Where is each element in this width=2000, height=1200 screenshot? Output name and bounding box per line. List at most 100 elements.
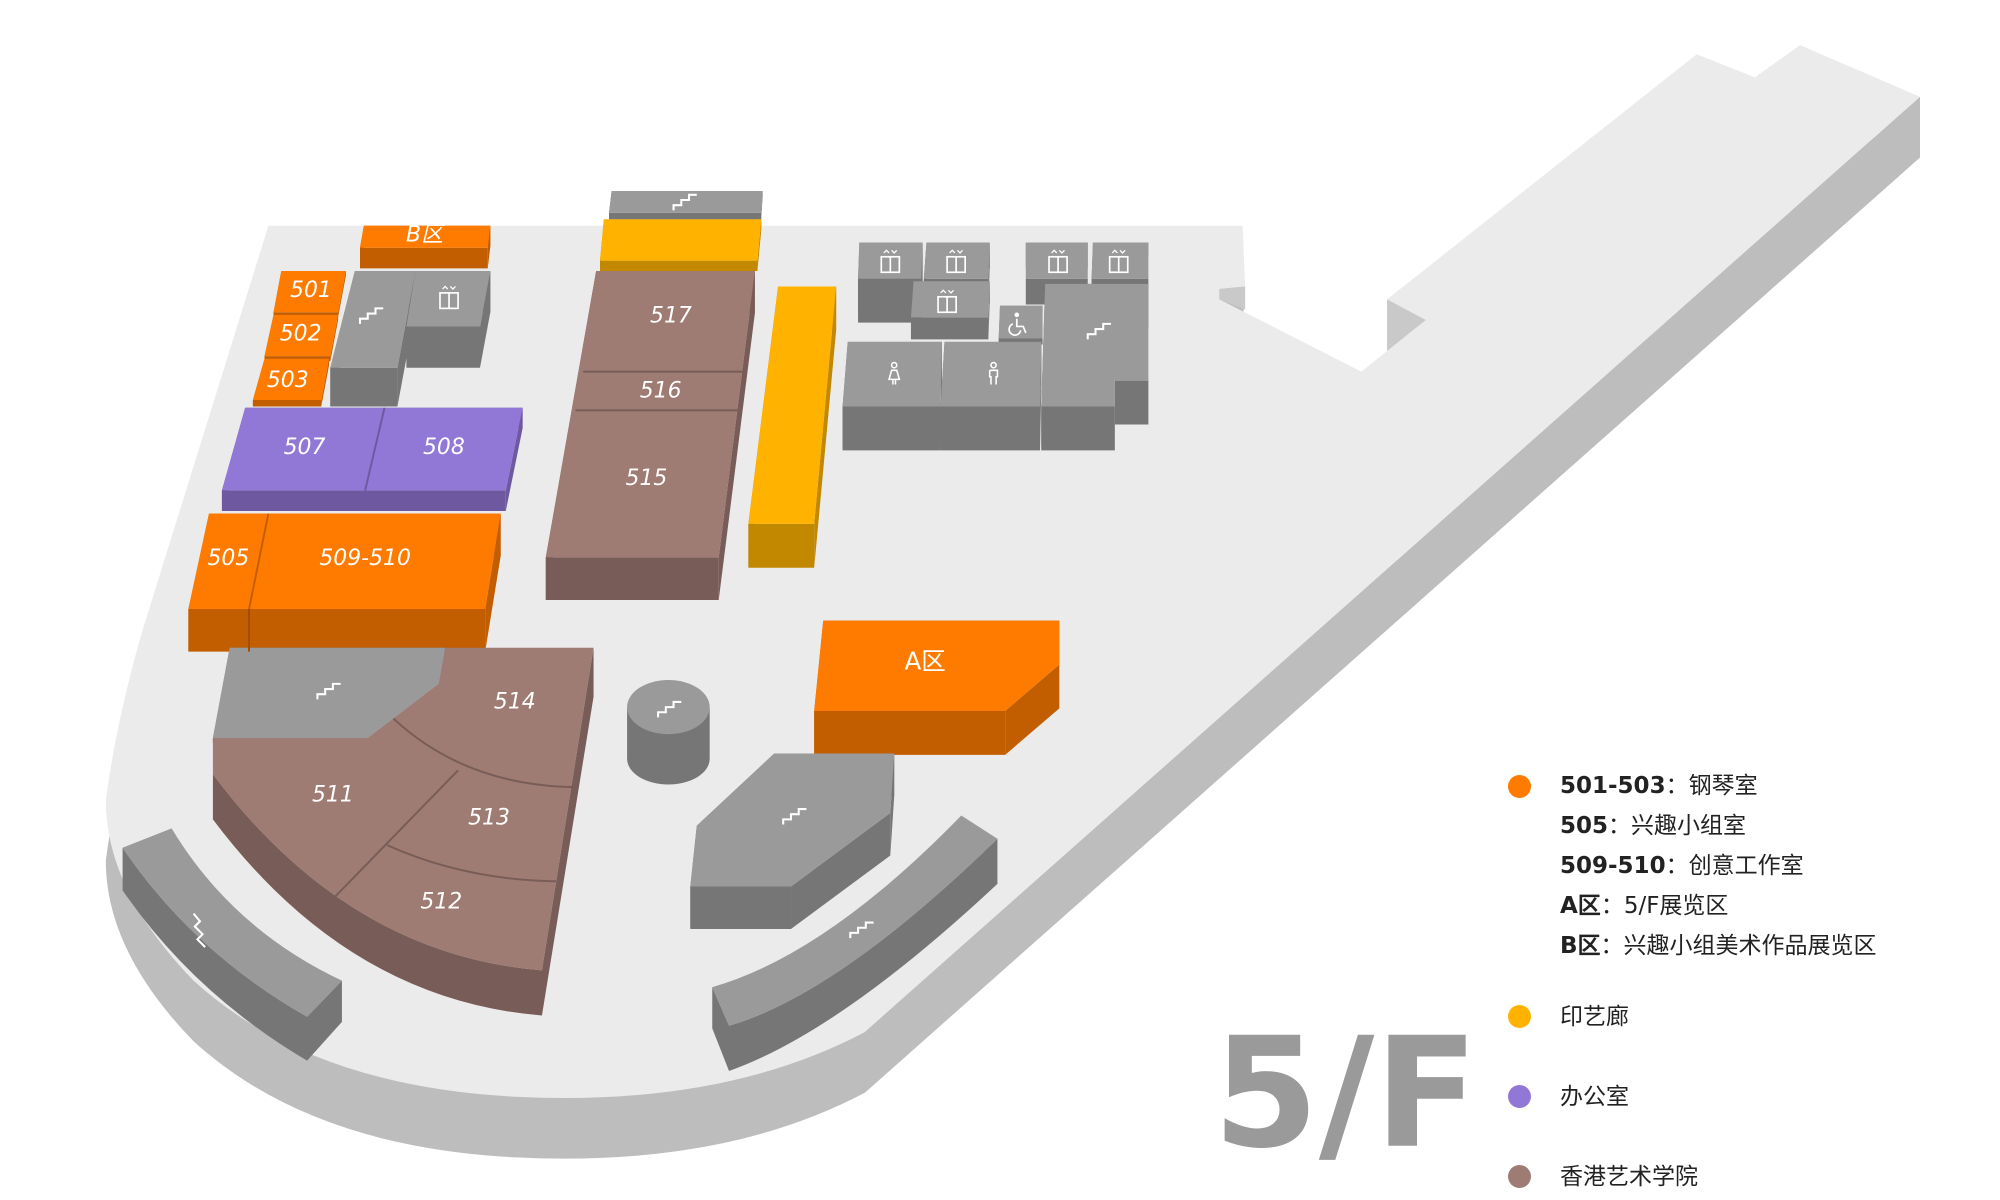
room-502[interactable]	[264, 314, 339, 362]
male-toilet-top	[940, 341, 1042, 407]
stairs-block-3-top	[1041, 283, 1149, 407]
room-label-511[interactable]: 511	[312, 782, 354, 807]
elevator-icon	[946, 249, 966, 274]
room-503-side	[321, 358, 330, 407]
room-label-507[interactable]: 507	[284, 435, 326, 460]
rooms-505-509-510-side	[188, 609, 486, 652]
stairs-side	[122, 847, 342, 1061]
room-label-b-zone[interactable]: B区	[406, 222, 446, 247]
stairs-block-2-side	[761, 190, 763, 220]
stairs-block-1-side	[330, 367, 398, 407]
legend-code: 501-503	[1560, 773, 1666, 799]
legend-sep: ：	[1665, 773, 1689, 799]
rooms-515-517-side	[545, 557, 719, 600]
elevator-block-1	[406, 270, 491, 368]
legend-item-b-zone: B区：兴趣小组美术作品展览区	[1508, 926, 1877, 966]
room-501-top	[273, 270, 346, 313]
rooms-515-517[interactable]	[545, 270, 755, 600]
legend-text: 香港艺术学院	[1560, 1164, 1698, 1190]
print-gallery-1[interactable]	[600, 219, 762, 271]
accessible-toilet-top	[998, 305, 1043, 339]
legend-dot-yellow	[1508, 1005, 1531, 1028]
stairs-curved-right	[712, 815, 998, 1071]
stairs-block-3	[1041, 283, 1149, 451]
stairs-block-5-side	[890, 753, 895, 856]
room-label-508[interactable]: 508	[423, 435, 465, 460]
room-501-side	[338, 270, 346, 318]
room-label-509-510[interactable]: 509-510	[319, 546, 411, 571]
stairs-icon	[316, 682, 341, 700]
room-502-top	[264, 314, 339, 357]
legend-sep: ：	[1600, 933, 1624, 959]
legend-code: B区	[1560, 933, 1601, 959]
room-label-512[interactable]: 512	[420, 889, 462, 914]
room-a-zone[interactable]	[814, 620, 1060, 755]
elevator-icon	[937, 289, 957, 314]
wheelchair-icon	[1008, 312, 1027, 336]
male-toilet-side	[1040, 341, 1042, 451]
room-label-513[interactable]: 513	[468, 806, 510, 831]
stairs-curved-left	[122, 828, 342, 1061]
legend-code: A区	[1560, 893, 1601, 919]
female-toilet-side	[842, 406, 941, 451]
offices-507-508-side	[221, 490, 506, 511]
legend-item-art-school: 香港艺术学院	[1508, 1148, 1877, 1200]
legend-code: 505	[1560, 813, 1609, 839]
legend-text: 办公室	[1560, 1084, 1629, 1110]
room-501[interactable]	[273, 270, 346, 318]
offices-507-508-top	[221, 407, 523, 491]
legend-item-print-gallery: 印艺廊	[1508, 988, 1877, 1046]
room-label-501[interactable]: 501	[290, 278, 332, 303]
rooms-511-514[interactable]	[212, 647, 594, 1016]
room-label-514[interactable]: 514	[494, 689, 536, 714]
rooms-515-517-side	[718, 270, 755, 600]
male-toilet[interactable]	[940, 341, 1042, 451]
accessible-toilet[interactable]	[998, 305, 1043, 345]
elevator-block-4-side	[988, 281, 990, 340]
stairs-block-5	[690, 753, 895, 930]
male-toilet-side	[940, 406, 1040, 451]
rooms-505-509-510-top	[188, 513, 501, 610]
elevator-icon	[439, 285, 459, 310]
floor-title: 5/F	[1213, 1005, 1479, 1182]
legend-item-piano-room: 501-503：钢琴室	[1508, 766, 1877, 806]
stairs-cylinder	[627, 680, 710, 785]
rooms-511-514-top	[212, 647, 594, 971]
legend-code: 509-510	[1560, 853, 1666, 879]
female-toilet[interactable]	[842, 341, 942, 451]
room-label-517[interactable]: 517	[650, 304, 692, 329]
stairs-block-1	[330, 270, 416, 407]
legend-item-creative-studio: 509-510：创意工作室	[1508, 846, 1877, 886]
stairs-block-2-top	[609, 190, 763, 213]
legend-sep: ：	[1608, 813, 1632, 839]
room-label-516[interactable]: 516	[640, 378, 682, 403]
room-503[interactable]	[252, 358, 330, 407]
floor-notch	[1219, 286, 1246, 310]
elevator-icon	[1108, 249, 1129, 274]
room-a-zone-top	[814, 620, 1060, 711]
room-label-502[interactable]: 502	[280, 322, 322, 347]
stairs-top	[712, 815, 998, 1026]
room-label-505[interactable]: 505	[207, 546, 249, 571]
room-label-a-zone[interactable]: A区	[905, 647, 946, 676]
rooms-505-509-510[interactable]	[188, 513, 501, 652]
print-gallery-2[interactable]	[748, 286, 837, 568]
room-503-side	[252, 400, 322, 407]
room-b-zone[interactable]	[360, 225, 491, 269]
print-gallery-1-side	[757, 219, 762, 271]
legend-item-a-zone: A区：5/F展览区	[1508, 886, 1877, 926]
floor-side-right	[864, 96, 1920, 1093]
stairs-icon	[672, 193, 697, 211]
offices-507-508[interactable]	[221, 407, 523, 511]
female-toilet-top	[842, 341, 942, 407]
elevator-block-2-side	[858, 278, 922, 323]
stairs-block-3-side	[1114, 380, 1149, 425]
room-label-515[interactable]: 515	[626, 466, 668, 491]
stairs-block-2-side	[609, 212, 762, 220]
stairs-block-4-top	[212, 647, 446, 739]
print-gallery-2-top	[748, 286, 837, 524]
room-label-503[interactable]: 503	[267, 368, 309, 393]
legend-dot-orange	[1508, 775, 1531, 798]
